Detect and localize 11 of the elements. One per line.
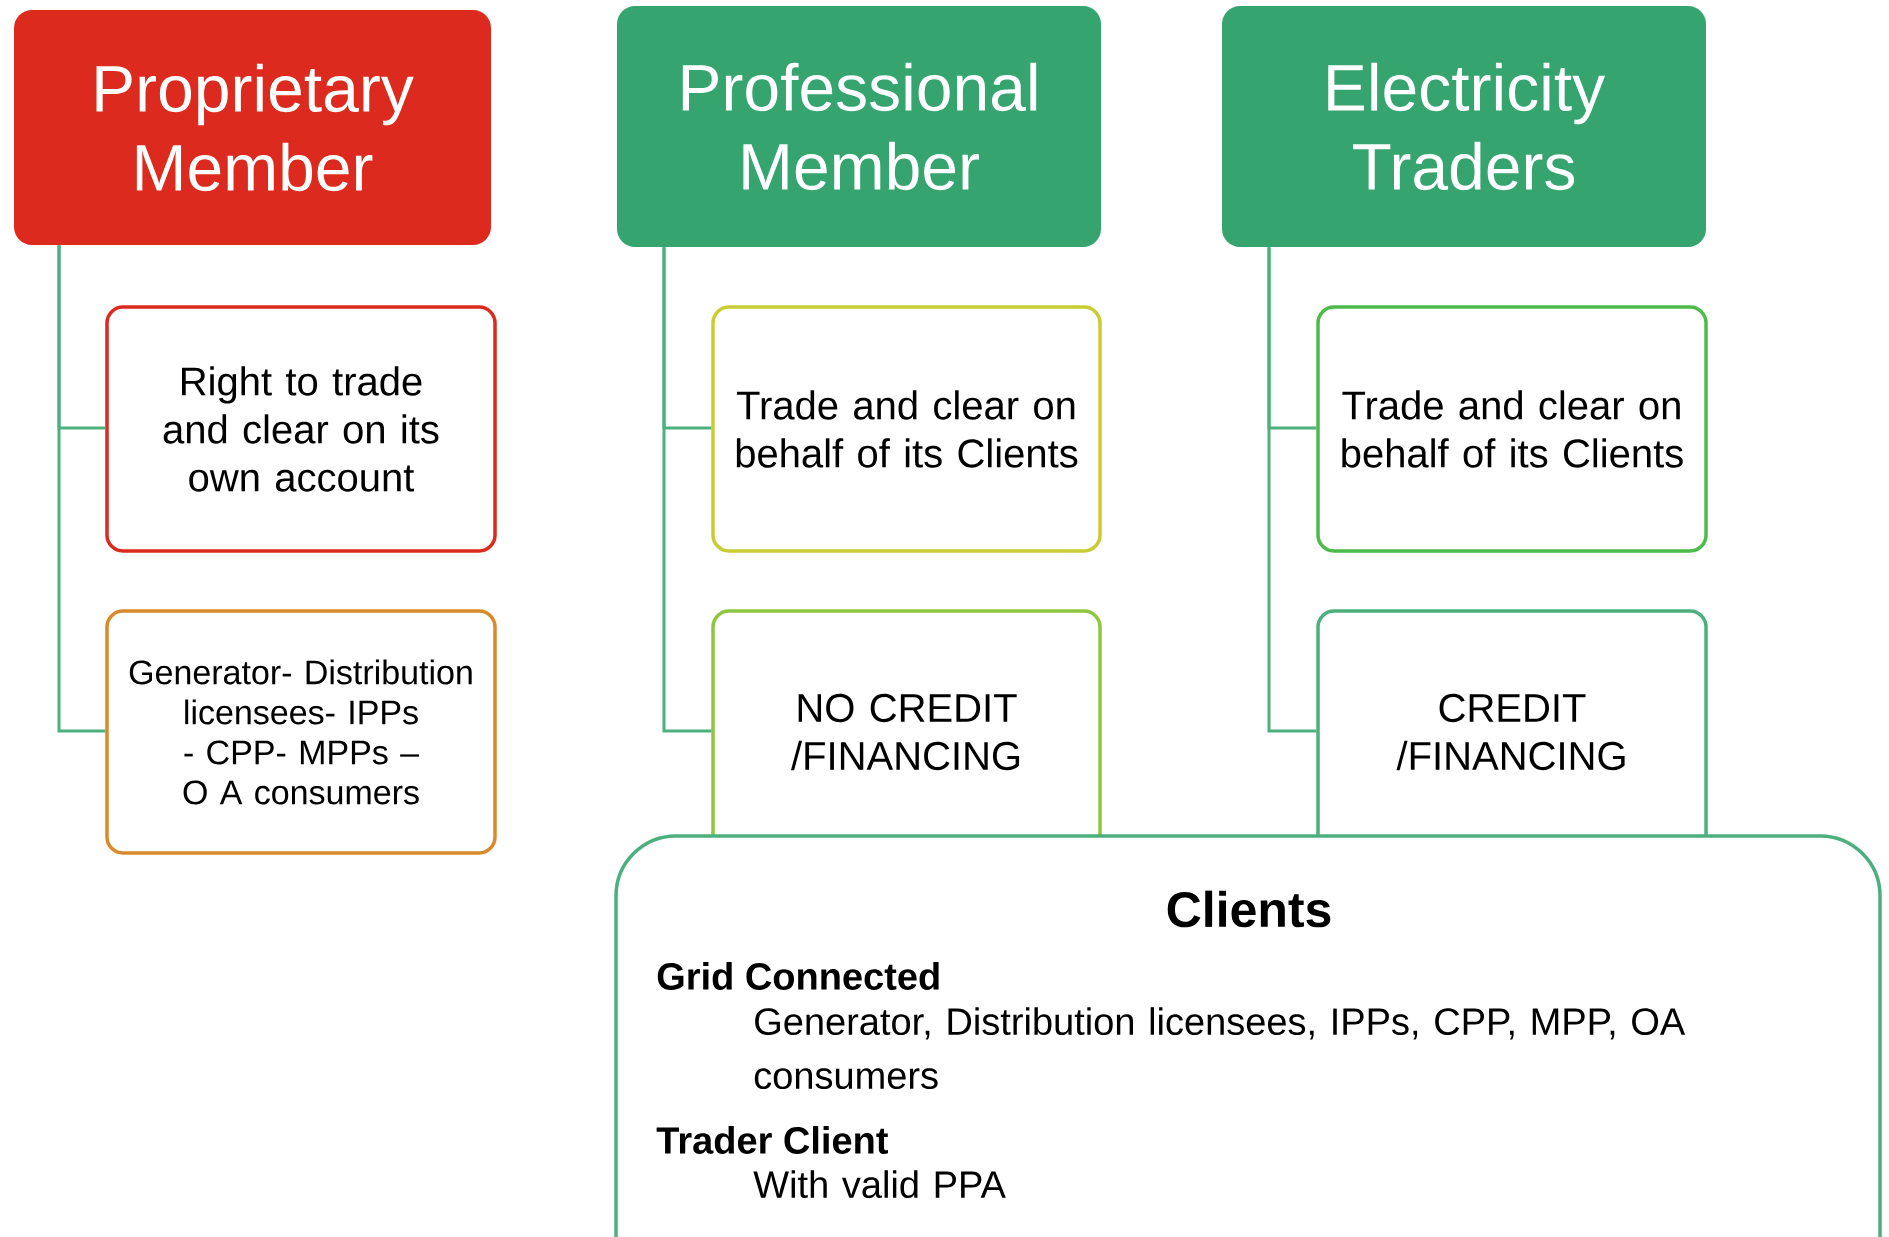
connector-line: [1267, 247, 1317, 733]
text-box: Trade and clear on behalf of its Clients: [1316, 305, 1708, 553]
header-box: Professional Member: [617, 6, 1101, 247]
text-box: Generator- Distribution licensees- IPPs - CPP- MPPs –O A consumers: [105, 609, 497, 855]
text-box: Trade and clear on behalf of its Clients: [711, 305, 1102, 553]
clients-box: Clients Grid Connected Generator, Distribution licensees, IPPs, CPP, MPP, OA consumers Trader Client With valid PPA: [614, 834, 1882, 1237]
header-box: Electricity Traders: [1222, 6, 1706, 247]
text-box: Right to trade and clear on its own account: [105, 305, 497, 553]
connector-line: [662, 247, 712, 733]
header-box: Proprietary Member: [14, 10, 491, 245]
connector-line: [57, 245, 106, 733]
